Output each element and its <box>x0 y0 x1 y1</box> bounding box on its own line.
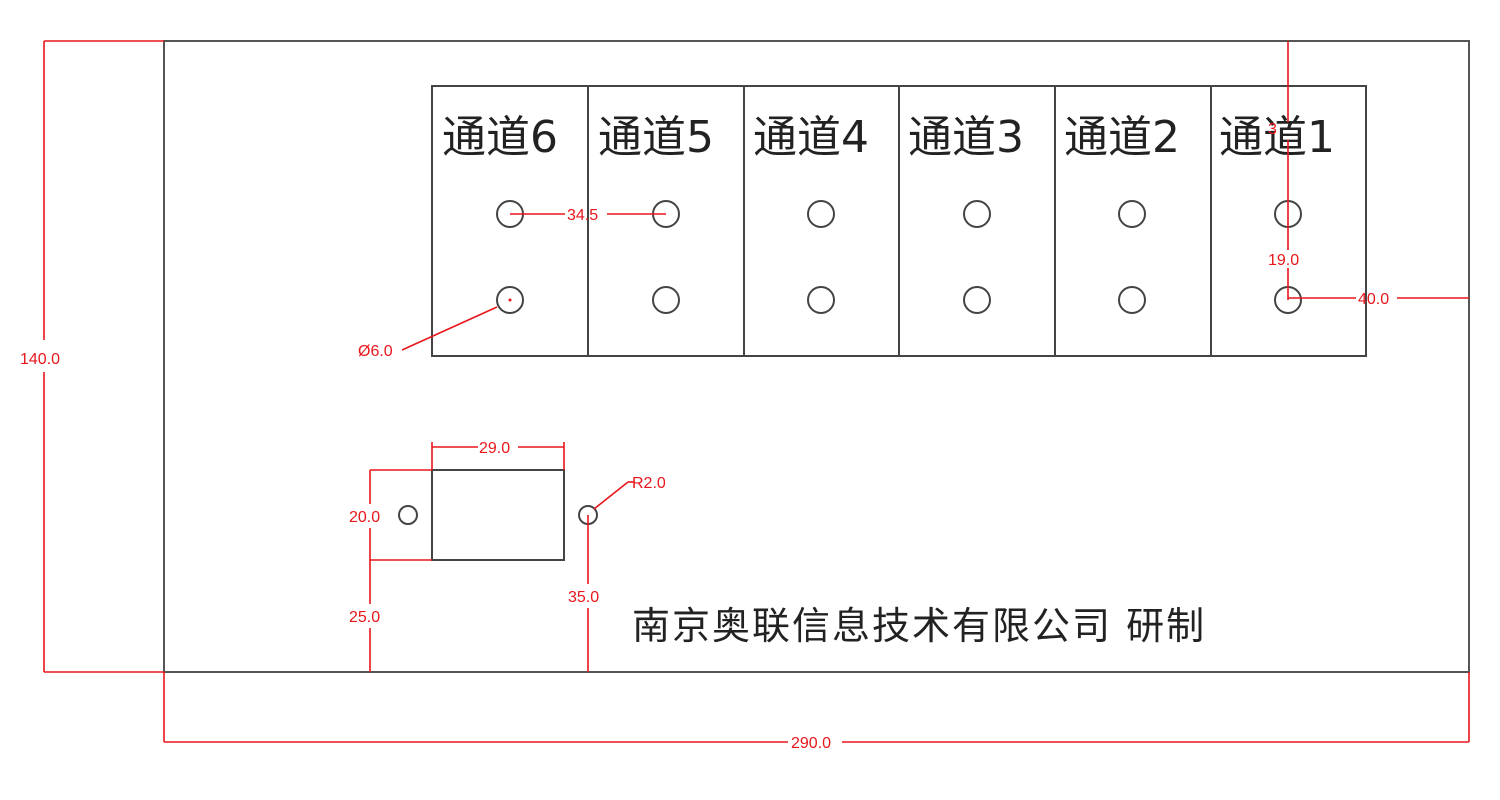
dimension-overall-width: 290.0 <box>163 672 1470 752</box>
jack-hole <box>807 200 835 228</box>
jack-hole <box>1118 200 1146 228</box>
svg-text:35.0: 35.0 <box>568 589 599 606</box>
channel-label-4: 通道4 <box>753 112 869 163</box>
maker-text: 南京奥联信息技术有限公司 研制 <box>632 604 1206 648</box>
dimension-channel1-offsets: 3 19.0 40.0 <box>1268 41 1469 308</box>
channel-label-1: 通道1 <box>1219 112 1335 163</box>
channel-strip: 通道6 通道5 通道4 通道3 通道2 通道1 <box>431 85 1367 357</box>
mount-hole-left <box>398 505 418 525</box>
svg-text:29.0: 29.0 <box>479 440 510 457</box>
channel-label-6: 通道6 <box>442 112 558 163</box>
dimension-mount-hole-offset: 35.0 <box>568 515 599 672</box>
svg-text:20.0: 20.0 <box>349 509 380 526</box>
svg-text:25.0: 25.0 <box>349 609 380 626</box>
svg-text:3: 3 <box>1268 121 1277 138</box>
display-window <box>431 469 565 561</box>
jack-hole <box>963 200 991 228</box>
jack-hole <box>963 286 991 314</box>
svg-text:40.0: 40.0 <box>1358 291 1389 308</box>
channel-label-5: 通道5 <box>598 112 714 163</box>
dimension-overall-height: 140.0 <box>20 40 164 673</box>
dimension-window-width: 29.0 <box>431 440 565 470</box>
dimension-mount-hole-radius: R2.0 <box>593 475 666 510</box>
dimension-channel-pitch: 34.5 <box>510 207 666 224</box>
dimension-window-height: 20.0 <box>349 469 432 561</box>
dimension-window-bottom-offset: 25.0 <box>349 560 380 672</box>
svg-text:R2.0: R2.0 <box>632 475 666 492</box>
svg-text:34.5: 34.5 <box>567 207 598 224</box>
svg-text:19.0: 19.0 <box>1268 252 1299 269</box>
jack-hole <box>807 286 835 314</box>
svg-text:290.0: 290.0 <box>791 735 831 752</box>
channel-label-2: 通道2 <box>1064 112 1180 163</box>
svg-text:140.0: 140.0 <box>20 351 60 368</box>
dimension-hole-diameter: Ø6.0 <box>358 298 512 360</box>
svg-text:Ø6.0: Ø6.0 <box>358 343 393 360</box>
jack-hole <box>652 286 680 314</box>
channel-label-3: 通道3 <box>908 112 1024 163</box>
panel-outline <box>163 40 1470 673</box>
jack-hole <box>1118 286 1146 314</box>
